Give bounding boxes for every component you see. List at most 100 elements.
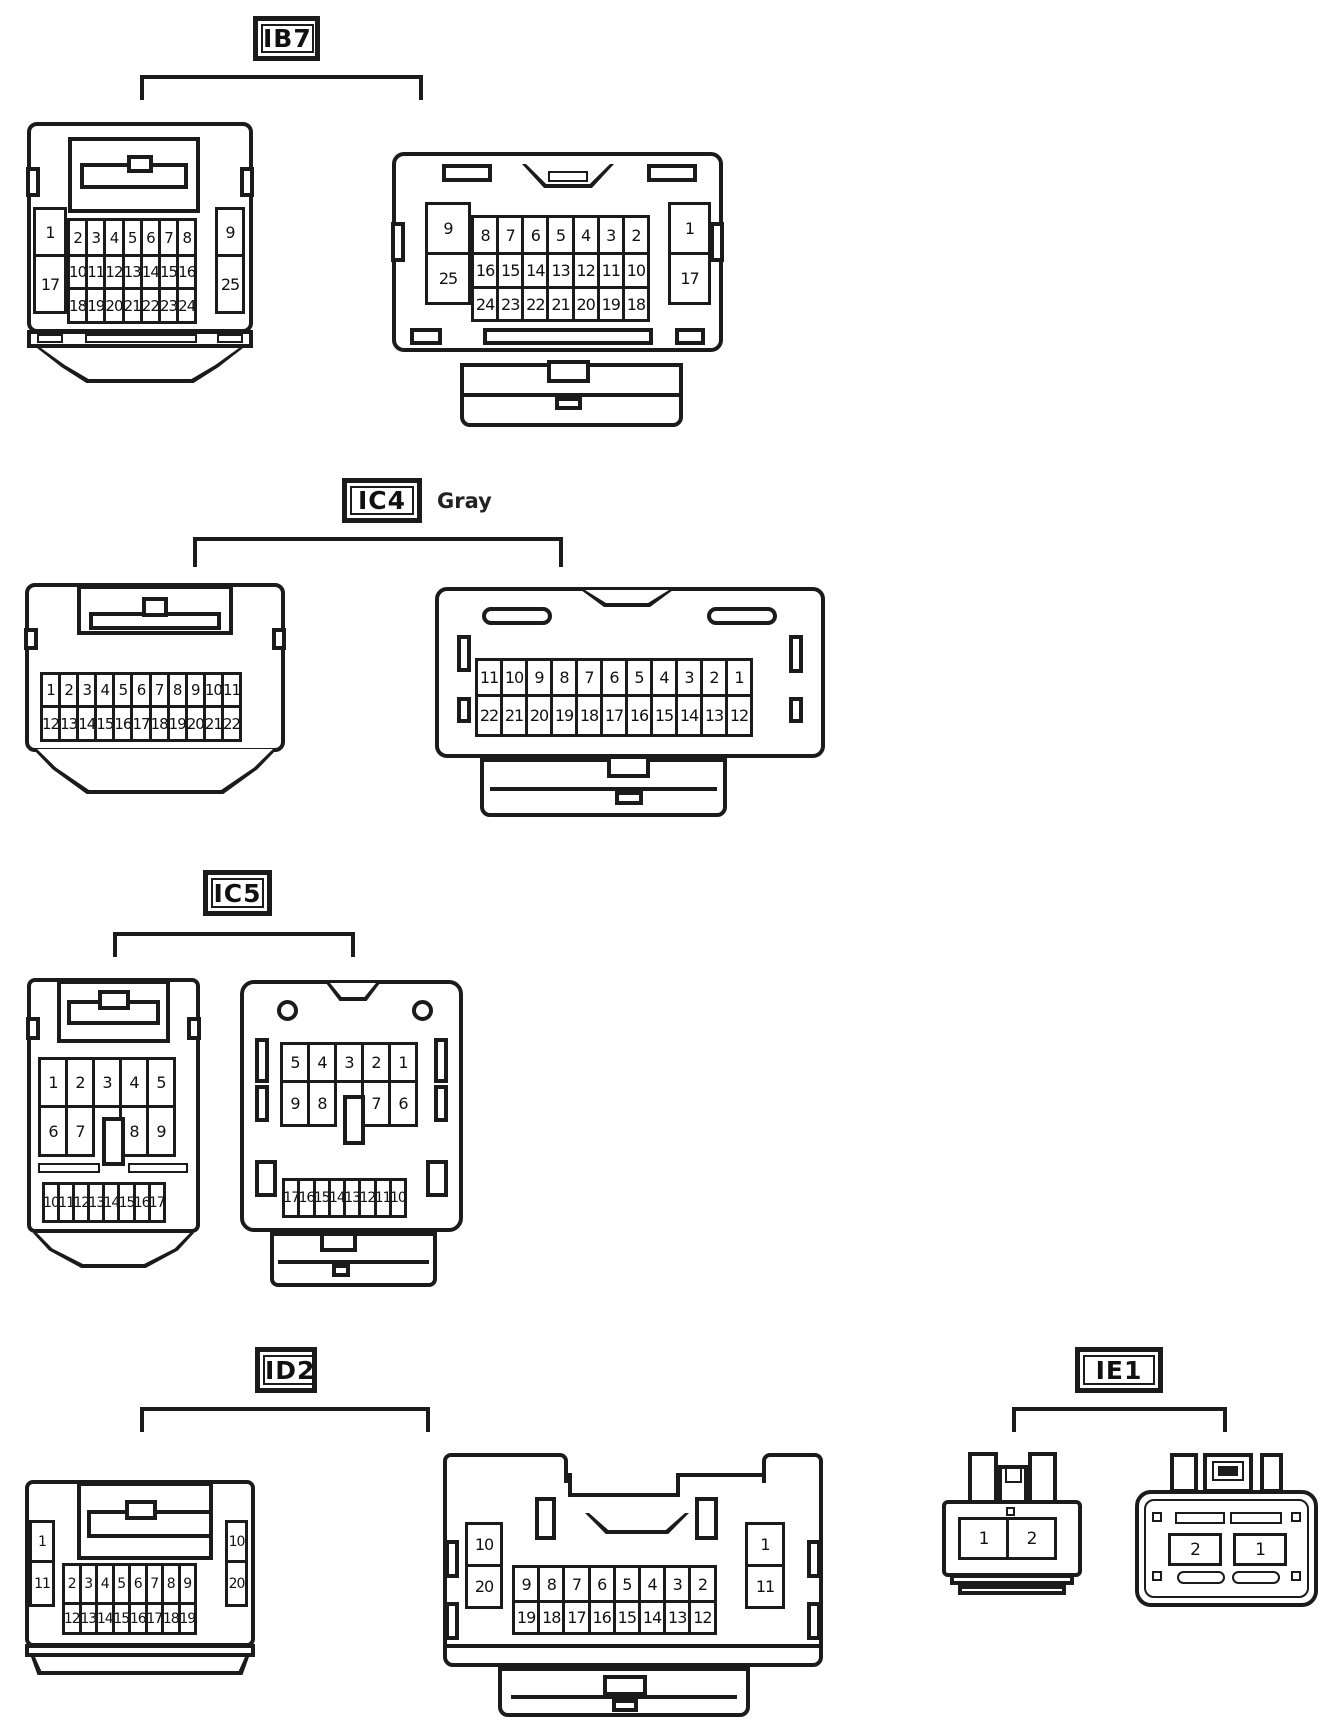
pin-cell: 5 [280, 1042, 310, 1083]
pin-cell: 5 [612, 1565, 641, 1603]
skirt [41, 348, 239, 379]
pin-cell: 1 [388, 1042, 418, 1083]
pin-cell: 6 [587, 1565, 616, 1603]
pin-cell: 1 [668, 202, 711, 255]
connector-label-id2: ID2 [263, 1355, 318, 1385]
pin-cell: 14 [637, 1600, 667, 1635]
notch-left [26, 1017, 40, 1040]
pin-cell: 19 [596, 286, 625, 322]
pin-cell: 10 [42, 1182, 61, 1223]
pin-cell: 7 [361, 1080, 391, 1127]
guide-hole [277, 1000, 298, 1021]
pin-cell: 8 [471, 215, 500, 255]
top-bar [1230, 1512, 1282, 1524]
pin-cell: 9 [146, 1105, 176, 1157]
edge-slot [789, 635, 803, 673]
skirt [35, 1657, 245, 1671]
pin-cell: 1 [38, 1057, 68, 1108]
pin-cell: 12 [688, 1600, 717, 1635]
pin-cell: 4 [307, 1042, 337, 1083]
pin-cell: 13 [700, 694, 728, 737]
pin-cell: 16 [587, 1600, 616, 1635]
tab-notch [615, 791, 643, 805]
bottom-slot [410, 328, 442, 345]
pin-cell: 1 [745, 1522, 785, 1567]
pin-cell: 11 [220, 672, 243, 708]
pin-cell: 2 [688, 1565, 717, 1603]
pin-cell: 15 [157, 254, 180, 290]
pin-cell: 2 [1168, 1533, 1222, 1566]
bracket-ic5 [113, 932, 355, 957]
edge-slot [445, 1540, 459, 1578]
latch-notch-inner [548, 171, 588, 182]
key-slot [343, 1095, 365, 1145]
corner-hole [1291, 1571, 1301, 1581]
tab-center-block [547, 360, 590, 383]
pin-cell: 7 [496, 215, 525, 255]
pin-cell: 8 [537, 1565, 566, 1603]
top-tab [968, 1452, 998, 1504]
edge-slot [445, 1602, 459, 1640]
pin-cell: 11 [373, 1178, 392, 1218]
notch-right [240, 167, 254, 197]
pin-cell: 9 [512, 1565, 541, 1603]
connector-label-ic4: IC4 [350, 486, 414, 515]
notch-right [710, 222, 724, 262]
top-slot [535, 1497, 556, 1540]
pin-cell: 24 [471, 286, 500, 322]
connector-label-box-ic4: IC4 [342, 478, 422, 523]
pin-cell: 3 [663, 1565, 692, 1603]
latch-notch [589, 1513, 685, 1530]
skirt [37, 1233, 190, 1264]
tab-center-block [320, 1232, 357, 1252]
pin-cell: 9 [215, 207, 245, 257]
pin-cell: 9 [280, 1080, 310, 1127]
bottom-slot [483, 328, 653, 345]
shoulder-left-fill [447, 1477, 564, 1485]
pin-cell: 2 [1006, 1517, 1057, 1560]
latch-tab [1005, 1467, 1022, 1483]
pin-cell: 25 [215, 254, 245, 314]
pin-cell: 20 [571, 286, 600, 322]
connector-label-box-id2: ID2 [255, 1347, 318, 1393]
skirt-strip [958, 1585, 1066, 1595]
pin-cell: 6 [600, 658, 628, 697]
tab-notch [332, 1264, 350, 1277]
skirt-strip [950, 1574, 1074, 1585]
pin-cell: 11 [596, 252, 625, 289]
pin-cell: 13 [663, 1600, 692, 1635]
edge-slot [434, 1038, 448, 1083]
pin-cell: 1 [33, 207, 67, 257]
pin-cell: 11 [745, 1564, 785, 1609]
pin-cell: 1 [725, 658, 753, 697]
pin-cell: 6 [388, 1080, 418, 1127]
pin-cell: 13 [546, 252, 575, 289]
top-tab [1170, 1453, 1198, 1493]
latch-tab [127, 155, 153, 173]
pin-cell: 17 [562, 1600, 591, 1635]
strip-slot [85, 334, 197, 343]
pin-cell: 7 [562, 1565, 591, 1603]
key-slot [102, 1117, 125, 1166]
pin-cell: 23 [496, 286, 525, 322]
pin-cell: 4 [571, 215, 600, 255]
pin-cell: 22 [220, 705, 243, 742]
pin-cell: 5 [146, 1057, 176, 1108]
pin-cell: 13 [58, 705, 80, 742]
pin-cell: 21 [500, 694, 528, 737]
edge-slot [457, 697, 471, 723]
